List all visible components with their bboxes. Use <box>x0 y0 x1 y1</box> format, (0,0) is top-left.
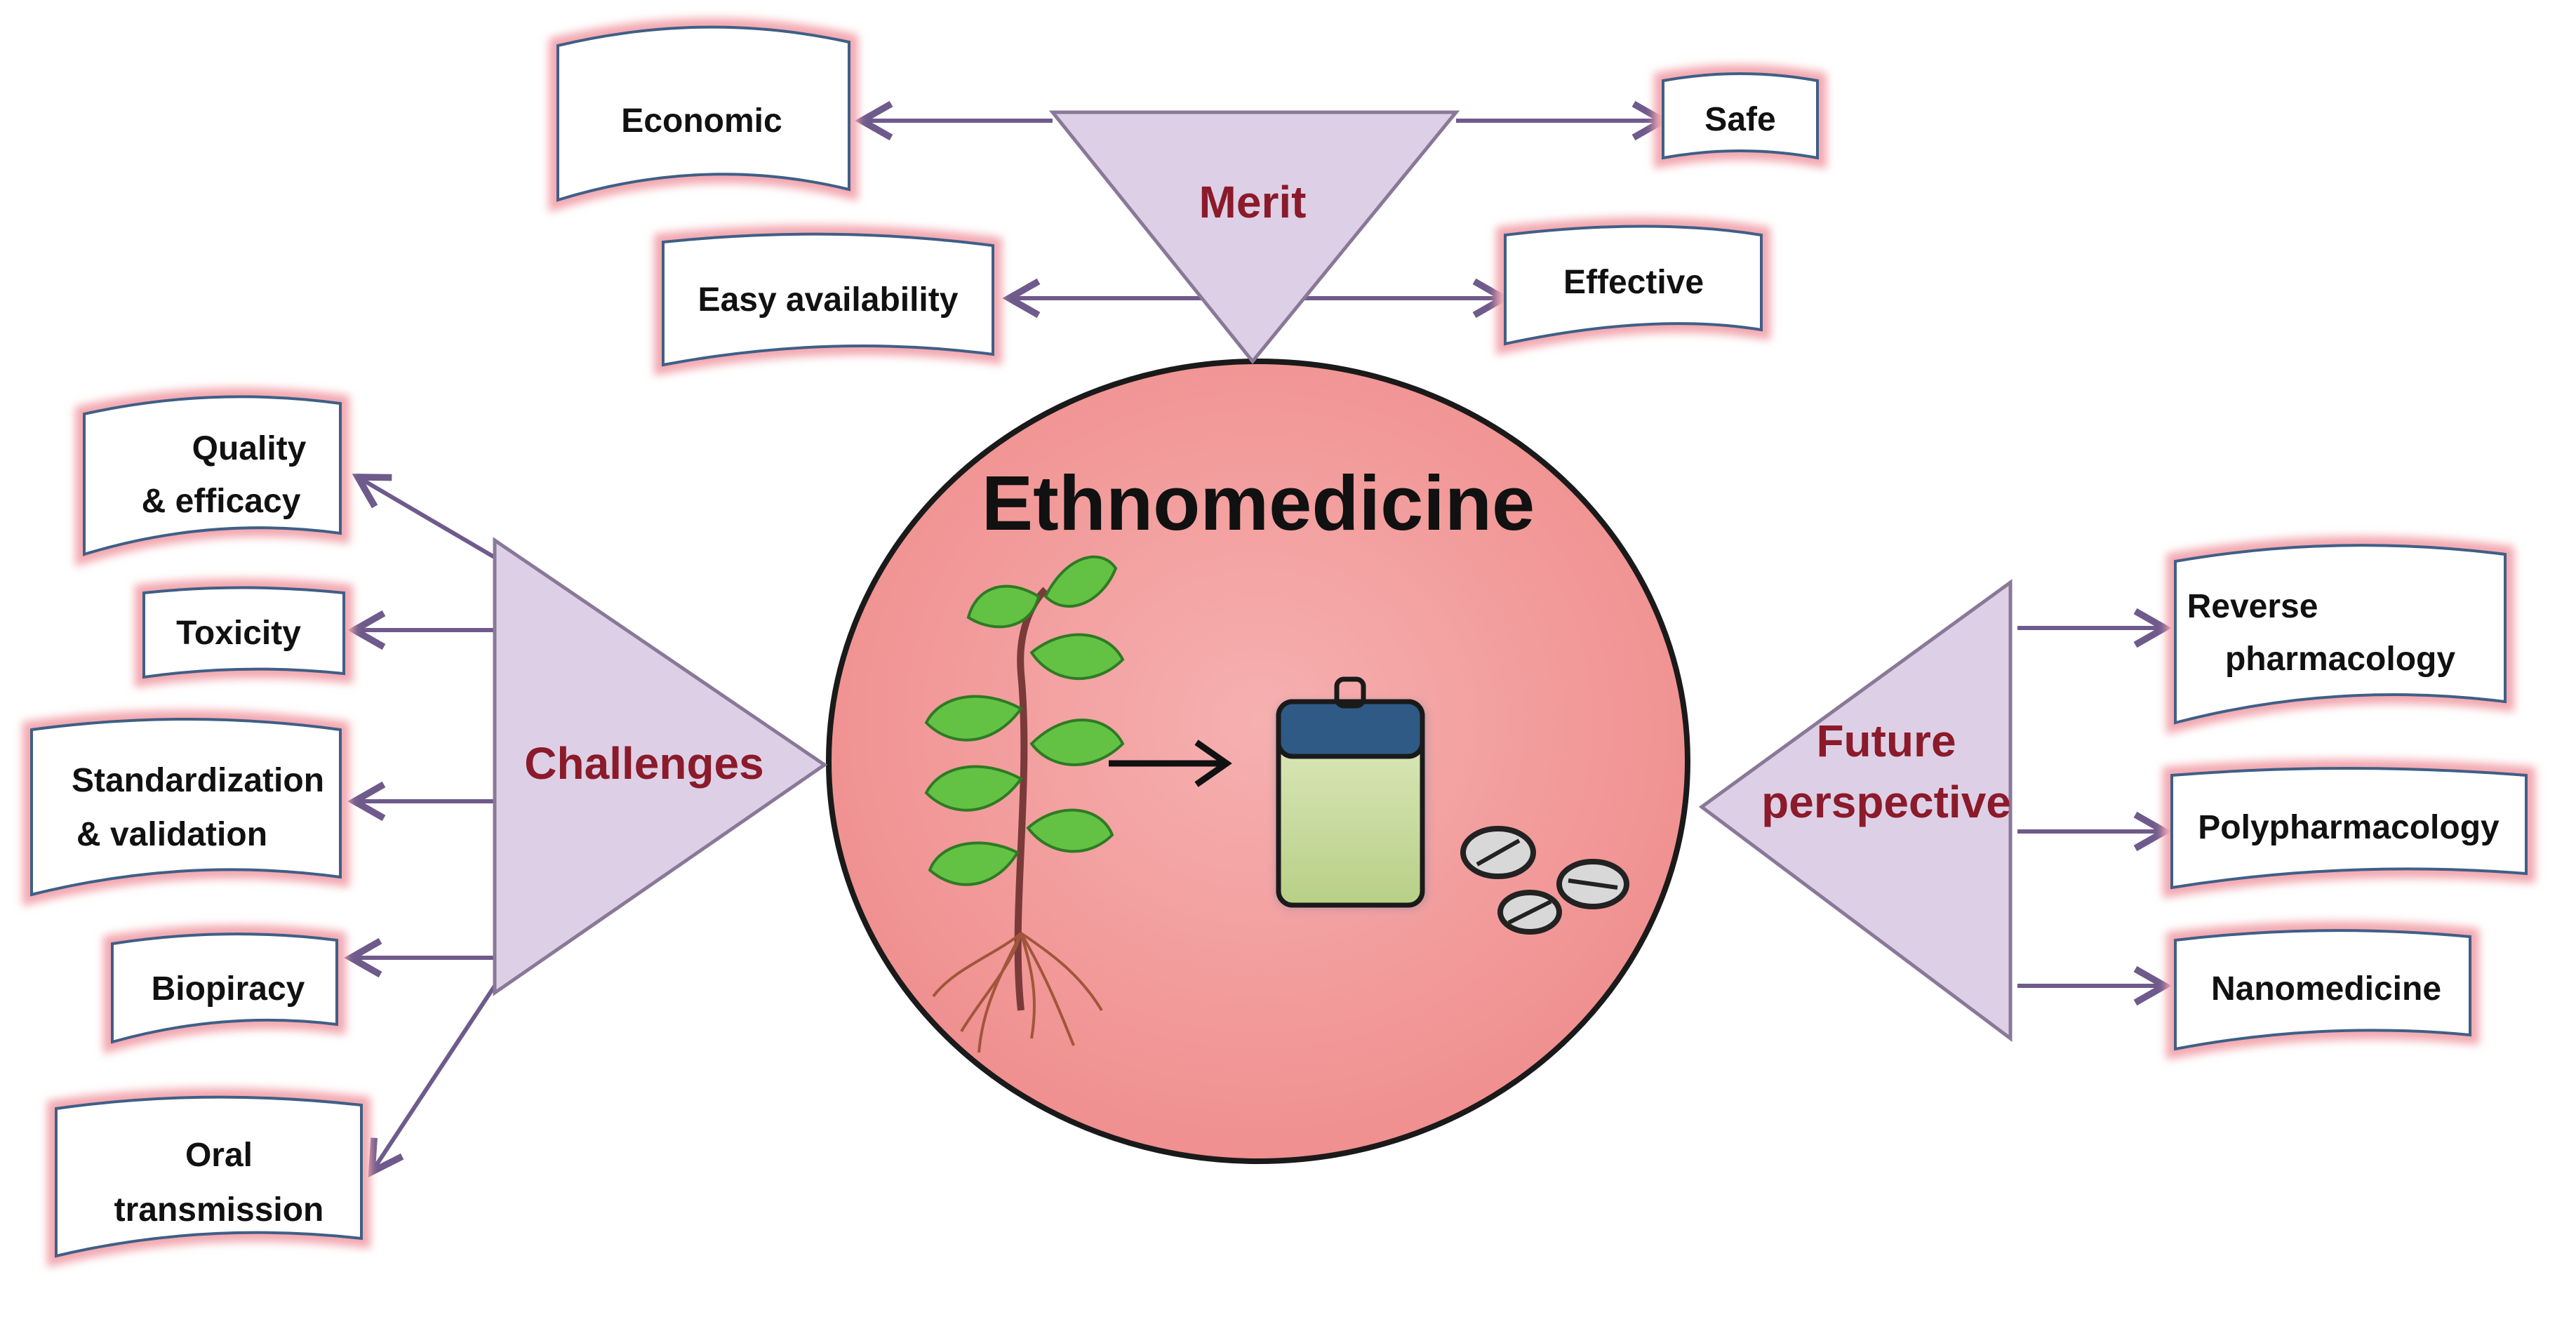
box-polypharmacology: Polypharmacology <box>2163 759 2535 899</box>
challenges-label: Challenges <box>524 738 763 789</box>
nanomedicine-text: Nanomedicine <box>2211 970 2441 1008</box>
safe-text: Safe <box>1704 101 1775 138</box>
polypharmacology-text: Polypharmacology <box>2198 809 2500 846</box>
effective-text: Effective <box>1563 264 1704 301</box>
future-label-line1: Future <box>1816 716 1956 766</box>
quality-text: Quality <box>192 430 307 467</box>
box-reverse-pharmacology: Reverse pharmacology <box>2166 536 2514 735</box>
merit-triangle: Merit <box>1048 110 1460 364</box>
oral-text: Oral <box>185 1137 253 1174</box>
challenges-triangle: Challenges <box>493 537 828 996</box>
future-label-line2: perspective <box>1761 777 2011 827</box>
box-safe: Safe <box>1654 65 1827 169</box>
box-nanomedicine: Nanomedicine <box>2166 921 2479 1060</box>
box-easy-availability: Easy availability <box>654 225 1002 376</box>
box-quality-efficacy: Quality & efficacy <box>75 387 349 567</box>
toxicity-text: Toxicity <box>176 615 301 652</box>
arrow-to-oral-transmission <box>368 984 497 1178</box>
box-effective: Effective <box>1496 217 1770 356</box>
efficacy-text: & efficacy <box>142 483 301 520</box>
medicine-bottle-icon <box>1276 676 1427 909</box>
merit-label: Merit <box>1199 177 1307 227</box>
standardization-text: Standardization <box>72 762 324 799</box>
pills-icon <box>1460 826 1629 935</box>
box-standardization-validation: Standardization & validation <box>22 710 349 907</box>
validation-text: & validation <box>76 816 267 853</box>
plant-icon <box>924 555 1125 1053</box>
box-toxicity: Toxicity <box>135 578 353 688</box>
box-oral-transmission: Oral transmission <box>47 1088 371 1268</box>
ethnomedicine-hub: Ethnomedicine <box>826 359 1690 1164</box>
easy-availability-text: Easy availability <box>698 281 959 319</box>
future-triangle: Future perspective <box>1698 579 2013 1042</box>
box-economic: Economic <box>549 18 858 213</box>
reverse-text: Reverse <box>2187 588 2318 625</box>
transmission-text: transmission <box>114 1191 324 1229</box>
economic-text: Economic <box>621 102 782 140</box>
pharmacology-text: pharmacology <box>2225 641 2455 678</box>
box-biopiracy: Biopiracy <box>103 925 346 1055</box>
center-title: Ethnomedicine <box>982 460 1535 547</box>
biopiracy-text: Biopiracy <box>152 970 305 1008</box>
arrow-right-icon <box>1109 740 1232 787</box>
